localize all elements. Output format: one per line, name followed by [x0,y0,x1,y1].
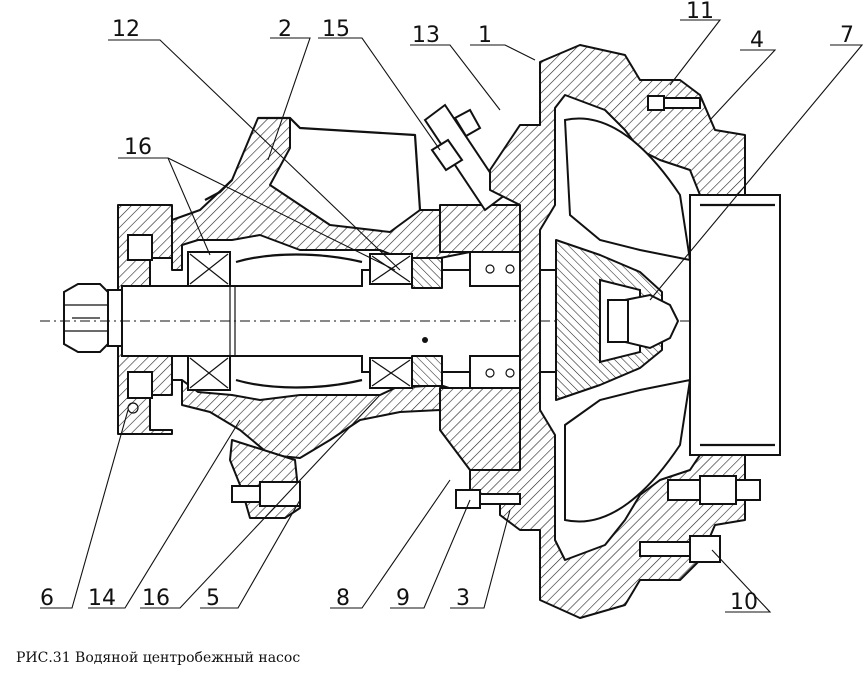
drain-fitting [423,103,507,212]
mount-bolt-left [231,481,521,509]
shaft-end-nut [63,283,123,353]
callout-5: 5 [206,586,220,611]
callout-8: 8 [336,586,350,611]
callout-15: 15 [322,17,350,42]
callout-7: 7 [840,23,854,48]
flange-bolt-top [647,95,701,111]
callout-10: 10 [730,590,758,615]
spacer-sleeve [235,253,363,389]
callout-16-top: 16 [124,135,152,160]
callout-13: 13 [412,23,440,48]
flange-bolt-bottom [639,475,761,563]
leader-lines [40,19,864,613]
inlet-cover [689,194,781,456]
callout-1: 1 [478,23,492,48]
bearing-left [187,251,231,391]
callout-9: 9 [396,586,410,611]
bearing-right [369,253,413,389]
figure-caption: РИС.31 Водяной центробежный насос [16,650,300,666]
callout-6: 6 [40,586,54,611]
callout-14: 14 [88,586,116,611]
callout-16-bottom: 16 [142,586,170,611]
callout-labels: 12 2 15 13 1 11 4 7 16 6 14 16 5 8 9 3 1… [40,0,854,615]
callout-3: 3 [456,586,470,611]
callout-4: 4 [750,28,764,53]
callout-12: 12 [112,17,140,42]
callout-11: 11 [686,0,714,24]
impeller-nut [607,293,680,350]
callout-2: 2 [278,17,292,42]
pump-casing [469,44,746,619]
